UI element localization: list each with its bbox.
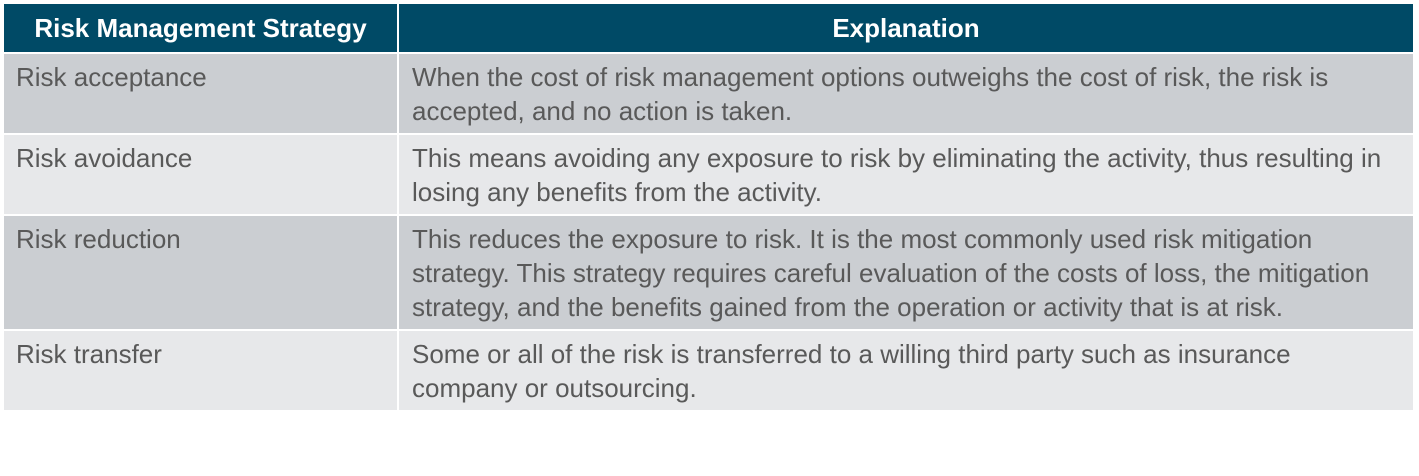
table-row: Risk avoidance This means avoiding any e… (4, 133, 1413, 215)
explanation-cell: This means avoiding any exposure to risk… (398, 133, 1413, 215)
strategy-cell: Risk avoidance (4, 133, 399, 215)
table-row: Risk transfer Some or all of the risk is… (4, 329, 1413, 410)
explanation-cell: When the cost of risk management options… (398, 52, 1413, 134)
strategy-cell: Risk acceptance (4, 52, 399, 134)
risk-strategy-table-container: Risk Management Strategy Explanation Ris… (4, 4, 1413, 410)
explanation-cell: Some or all of the risk is transferred t… (398, 329, 1413, 410)
table-header-row: Risk Management Strategy Explanation (4, 4, 1413, 53)
risk-strategy-table: Risk Management Strategy Explanation Ris… (4, 4, 1413, 410)
strategy-cell: Risk transfer (4, 329, 399, 410)
table-row: Risk acceptance When the cost of risk ma… (4, 52, 1413, 134)
table-row: Risk reduction This reduces the exposure… (4, 214, 1413, 330)
explanation-cell: This reduces the exposure to risk. It is… (398, 214, 1413, 330)
header-strategy: Risk Management Strategy (4, 4, 399, 53)
header-explanation: Explanation (398, 4, 1413, 53)
strategy-cell: Risk reduction (4, 214, 399, 330)
